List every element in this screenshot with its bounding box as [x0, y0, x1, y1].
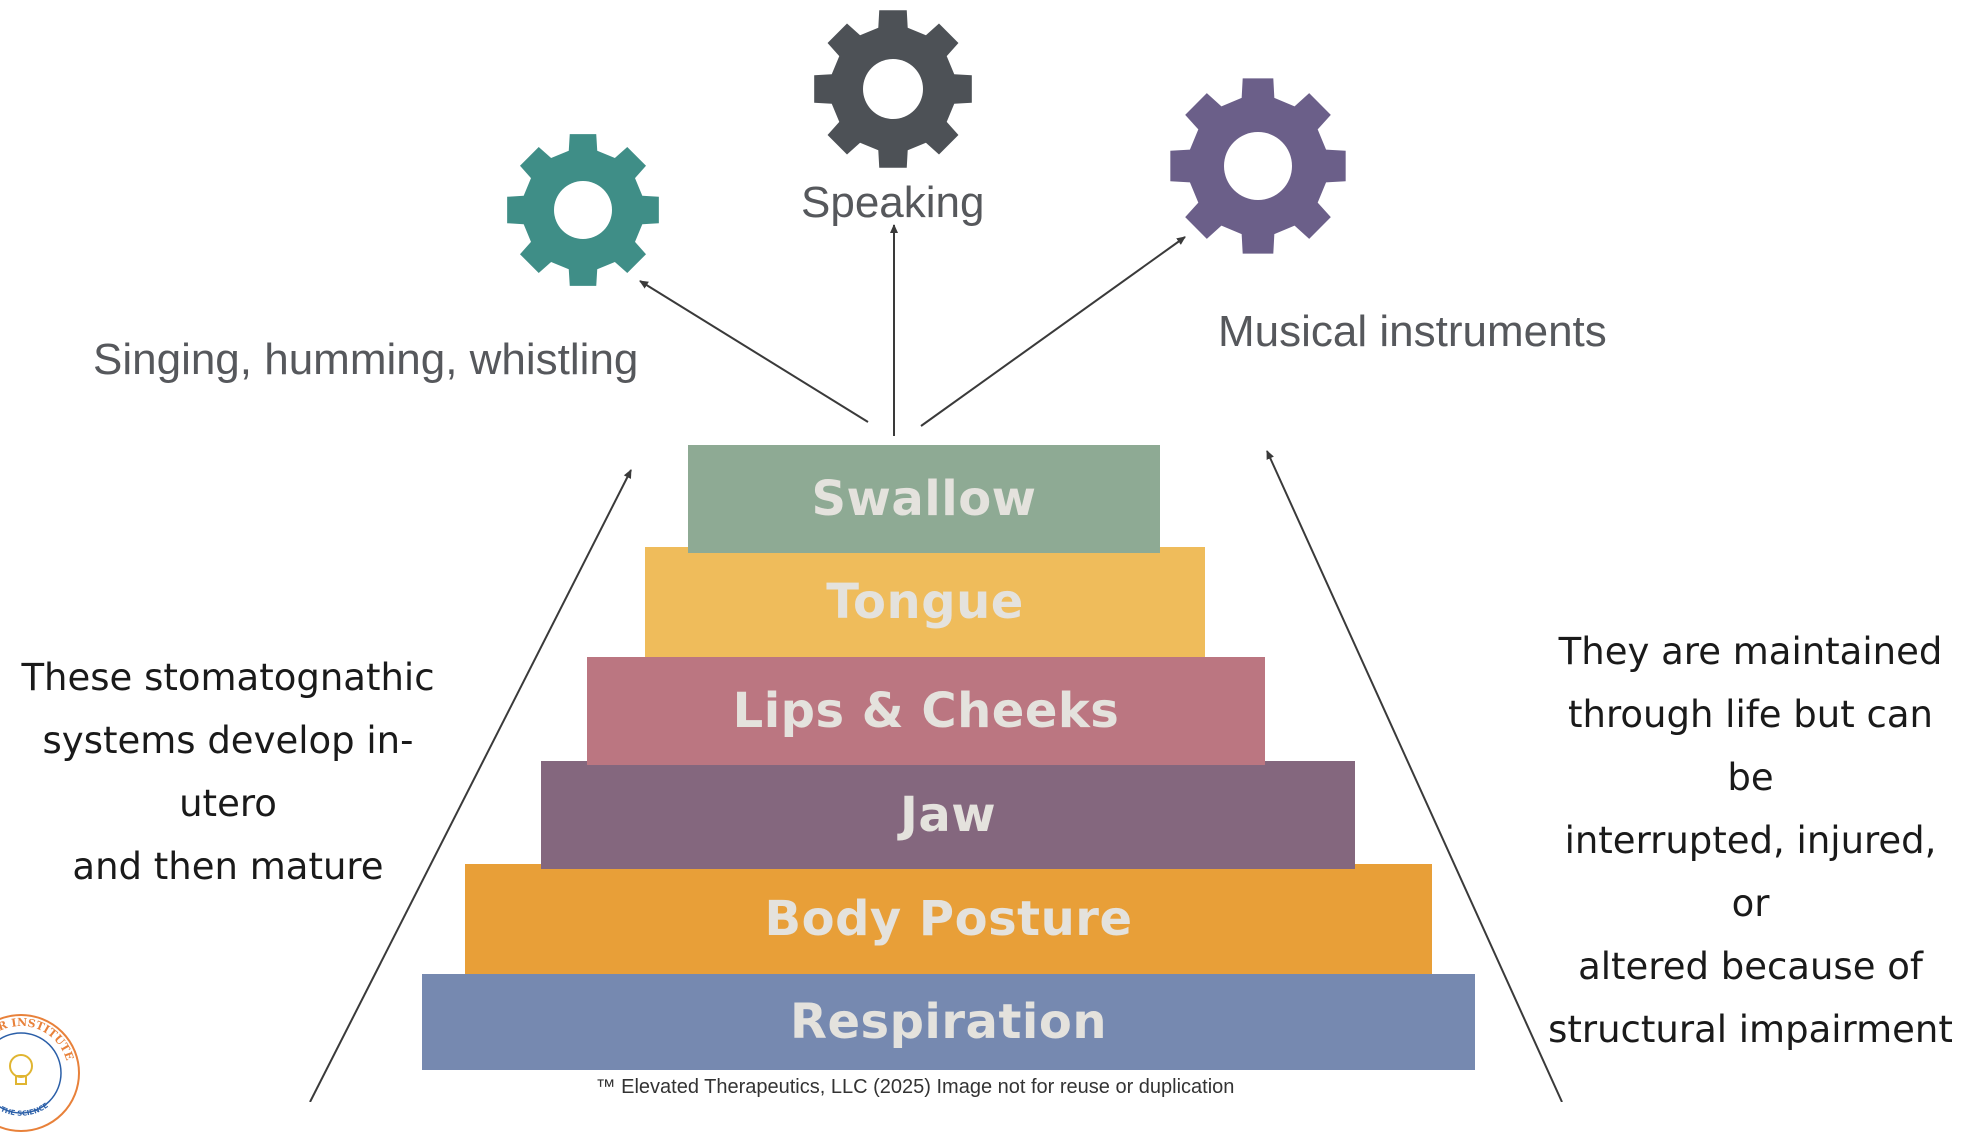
institute-logo: MOTOR INSTITUTE R THE SCIENCE: [0, 1014, 80, 1132]
singing-humming-whistling-label: Singing, humming, whistling: [93, 335, 639, 384]
tier-lips-cheeks: Lips & Cheeks: [587, 657, 1265, 765]
arrow-to-singing: [639, 280, 869, 423]
tier-respiration: Respiration: [422, 974, 1475, 1070]
tier-swallow: Swallow: [688, 445, 1160, 553]
arrow-to-musical-instruments: [920, 236, 1186, 427]
tier-label-body-posture: Body Posture: [764, 891, 1133, 947]
tier-label-respiration: Respiration: [789, 994, 1107, 1050]
copyright-footer: ™ Elevated Therapeutics, LLC (2025) Imag…: [595, 1076, 1235, 1098]
tier-label-tongue: Tongue: [826, 574, 1024, 630]
tier-tongue: Tongue: [645, 547, 1205, 657]
left-note-line-1: These stomatognathic: [21, 656, 435, 699]
speaking-label: Speaking: [801, 178, 985, 227]
arrows-layer: [309, 224, 1563, 1102]
dark-gray-gear-icon: [814, 10, 972, 168]
right-note-line-2: through life but can be: [1568, 693, 1933, 799]
tier-jaw: Jaw: [541, 761, 1355, 869]
right-note-line-5: structural impairment: [1548, 1008, 1953, 1051]
right-note-line-3: interrupted, injured, or: [1564, 819, 1937, 925]
lightbulb-icon: [9, 1054, 33, 1085]
tier-label-jaw: Jaw: [899, 787, 997, 843]
arrow-left-development: [309, 469, 632, 1102]
right-note-line-4: altered because of: [1578, 945, 1923, 988]
right-note-line-1: They are maintained: [1558, 630, 1943, 673]
tier-label-lips-cheeks: Lips & Cheeks: [732, 683, 1120, 739]
tier-label-swallow: Swallow: [811, 471, 1037, 527]
right-maintenance-note: They are maintained through life but can…: [1540, 620, 1961, 1061]
left-development-note: These stomatognathic systems develop in-…: [0, 646, 456, 898]
left-note-line-2: systems develop in-utero: [42, 719, 414, 825]
purple-gear-icon: [1170, 78, 1346, 254]
tier-body-posture: Body Posture: [465, 864, 1432, 974]
musical-instruments-label: Musical instruments: [1218, 307, 1607, 356]
arrow-right-maintenance: [1266, 450, 1563, 1102]
teal-gear-icon: [507, 134, 659, 286]
left-note-line-3: and then mature: [72, 845, 384, 888]
